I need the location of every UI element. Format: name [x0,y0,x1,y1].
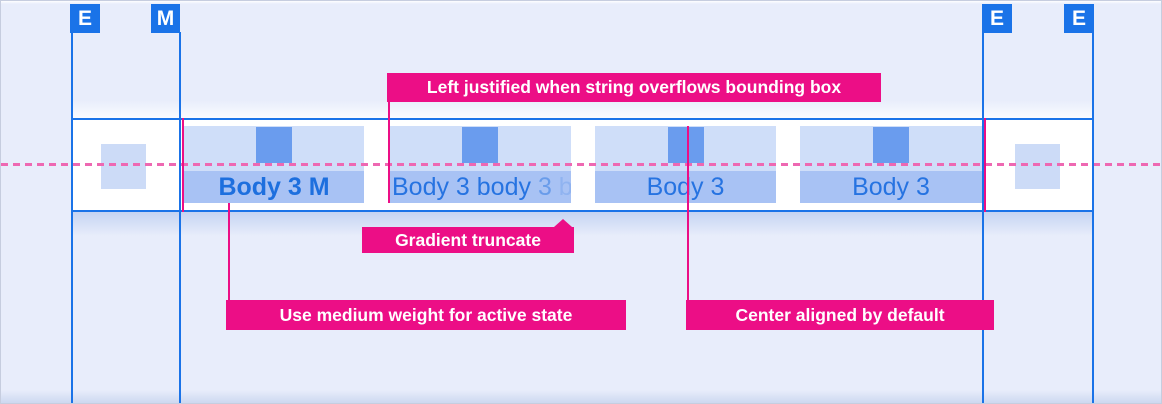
annotation-line-left-justified [388,102,390,203]
annotation-line-center-aligned [687,126,689,300]
placeholder-icon [256,127,292,163]
margin-marker-m: M [151,4,180,33]
top-edge-shade [1,1,1161,4]
annotation-left-justified: Left justified when string overflows bou… [387,73,881,102]
tab-label: Body 3 [595,171,776,203]
tab-label: Body 3 M [184,171,364,203]
annotation-gradient-truncate: Gradient truncate [362,219,574,253]
margin-marker-e-left: E [70,4,100,33]
margin-marker-e-right-outer: E [1064,4,1094,33]
band-shadow [71,212,1094,236]
tab-label: Body 3 [800,171,982,203]
annotation-center-aligned: Center aligned by default [686,300,994,330]
edge-placeholder-right [1015,144,1060,189]
guide-line-e-right-outer [1092,32,1094,403]
annotation-notch-up-icon [554,219,572,227]
baseline-dashed-line [1,163,1161,166]
guide-line-e-left [71,32,73,403]
band-glow [71,100,1094,118]
tab-label-truncated: Body 3 body 3 b [389,171,571,203]
annotation-gradient-truncate-text: Gradient truncate [395,229,541,250]
margin-marker-e-right-inner: E [982,4,1012,33]
tab-item-active[interactable]: Body 3 M [184,126,364,203]
tab-item-overflow[interactable]: Body 3 body 3 b [389,126,571,203]
placeholder-icon [462,127,498,163]
bottom-edge-shade [1,390,1161,403]
guide-line-m-left [179,32,181,403]
annotation-medium-weight: Use medium weight for active state [226,300,626,330]
annotation-line-band-end [984,118,986,212]
tab-label-segment-fade: b [551,173,571,201]
tab-label-segment-fade: 3 [531,173,552,201]
annotation-line-band-start [182,118,184,212]
guide-line-e-right-inner [982,32,984,403]
placeholder-icon [667,127,704,163]
placeholder-icon [873,127,909,163]
annotation-line-medium-weight [228,203,230,300]
tab-label-segment: Body 3 body [392,173,531,201]
edge-placeholder-left [101,144,146,189]
